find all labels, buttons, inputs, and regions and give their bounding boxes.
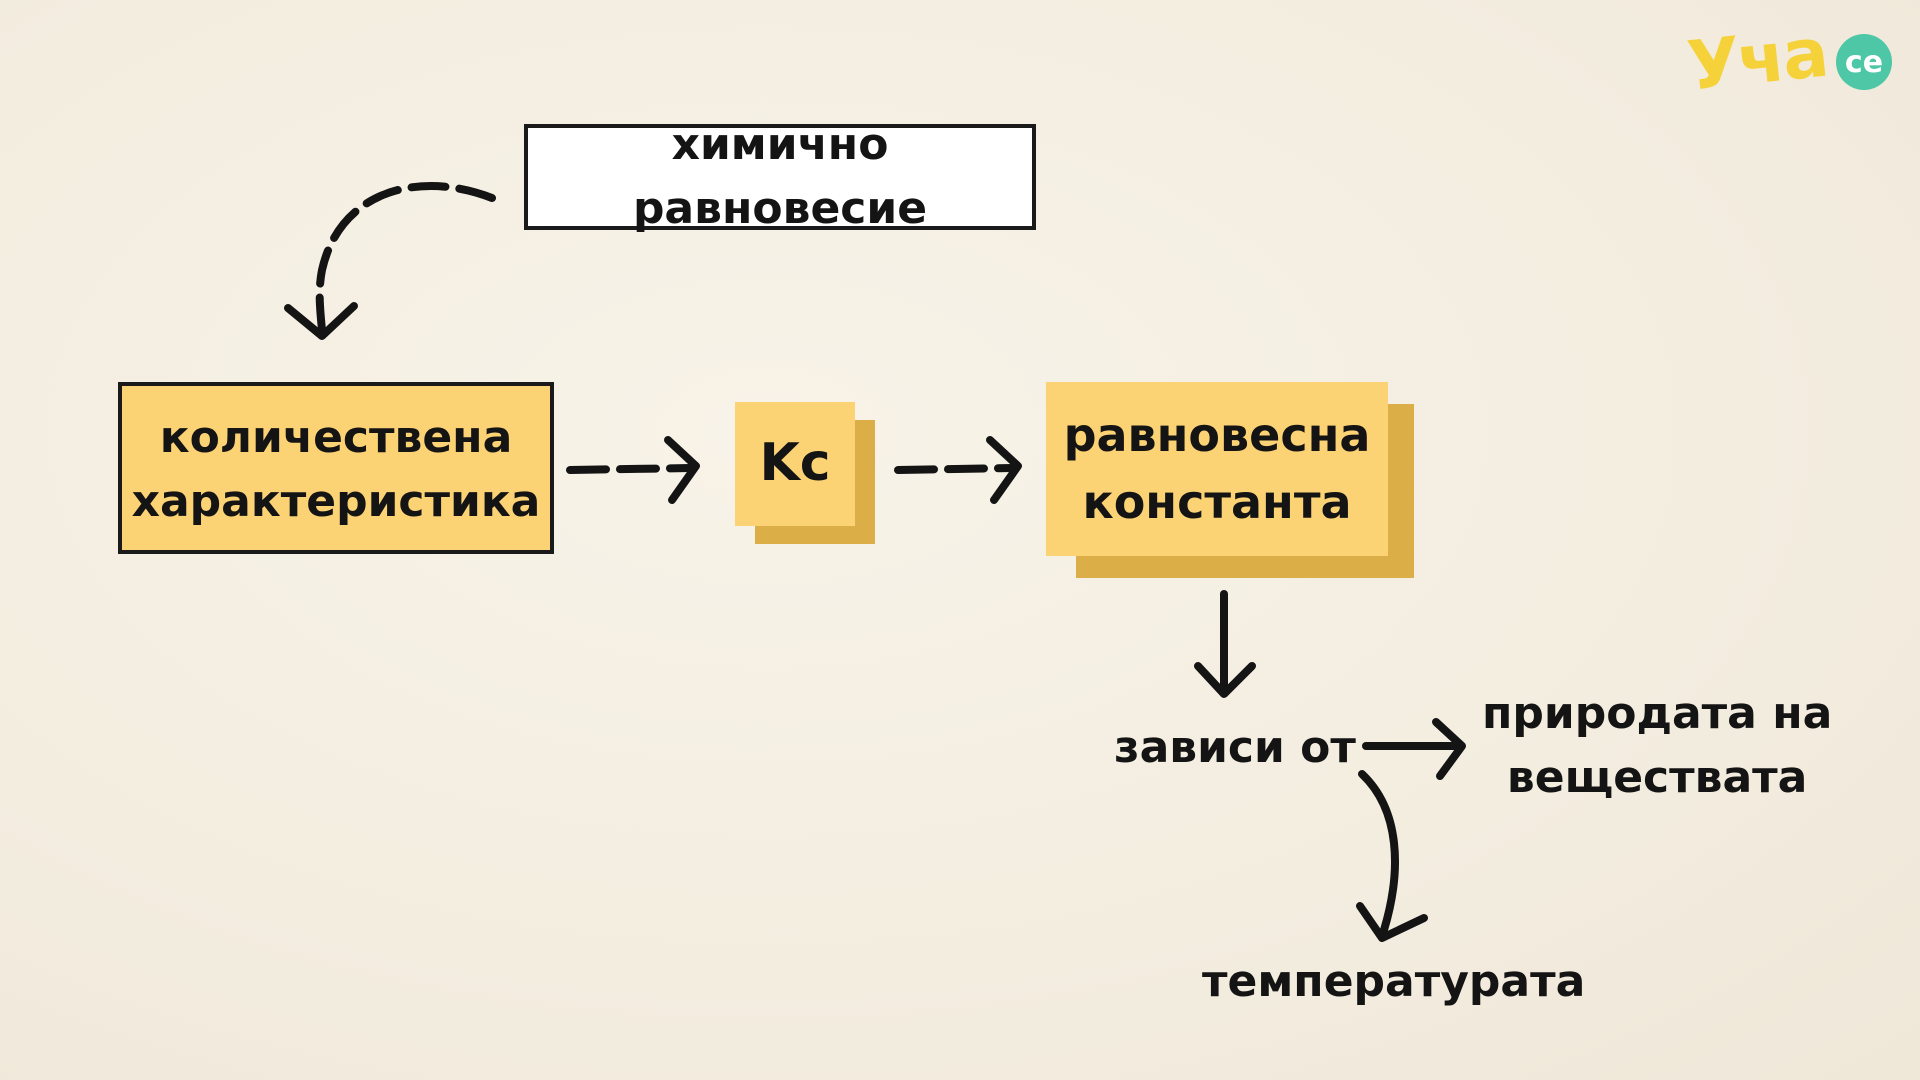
arrow-head-1: [284, 302, 358, 340]
arrow-head-2: [664, 436, 700, 504]
arrow-head-6: [1356, 902, 1428, 942]
node-eq-constant-line1: равновесна: [1063, 408, 1371, 463]
node-depends-on: зависи от: [1114, 722, 1356, 773]
arrow-depends-to-temperature: [1358, 770, 1399, 934]
node-kc-label: Kc: [759, 433, 831, 494]
node-temperature: температурата: [1202, 956, 1586, 1007]
brand-logo: Уча се: [1684, 14, 1898, 108]
arrow-equilibrium-to-quantitative: [315, 182, 496, 334]
arrow-head-3: [986, 436, 1022, 504]
node-quantitative-characteristic: количествена характеристика: [118, 382, 554, 554]
node-nature-line1: природата на: [1482, 688, 1833, 739]
node-quantitative-line1: количествена: [159, 412, 513, 464]
node-quantitative-line2: характеристика: [131, 476, 541, 527]
logo-bubble-icon: се: [1836, 34, 1892, 90]
arrow-head-5: [1432, 718, 1466, 780]
node-kc: Kc: [735, 402, 855, 526]
arrow-head-4: [1194, 662, 1256, 698]
node-equilibrium-constant: равновесна константа: [1046, 382, 1388, 556]
node-chemical-equilibrium-label: химично равновесие: [632, 119, 928, 234]
node-nature-of-substances: природата на веществата: [1482, 682, 1832, 810]
node-nature-line2: веществата: [1506, 751, 1808, 803]
logo-text: Уча: [1683, 13, 1831, 107]
node-chemical-equilibrium: химично равновесие: [524, 119, 1036, 234]
arrow-kc-to-constant: [894, 464, 1016, 474]
arrow-quantitative-to-kc: [566, 464, 694, 474]
node-eq-constant-line2: константа: [1082, 475, 1352, 529]
